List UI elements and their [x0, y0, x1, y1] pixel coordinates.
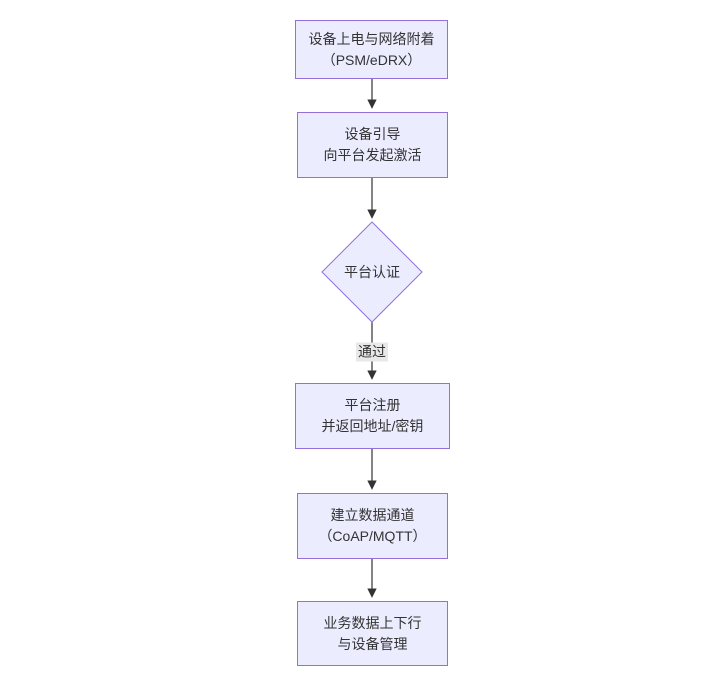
node-business-data: 业务数据上下行 与设备管理: [297, 601, 448, 666]
node-text-line: 设备引导: [344, 126, 401, 142]
node-text-line: 平台认证: [344, 263, 400, 280]
node-data-channel: 建立数据通道 （CoAP/MQTT）: [297, 493, 448, 559]
node-text-line: （PSM/eDRX）: [321, 51, 422, 68]
node-text-line: 并返回地址/密钥: [321, 418, 424, 434]
node-text-line: 向平台发起激活: [323, 147, 422, 163]
node-device-power-attach: 设备上电与网络附着 （PSM/eDRX）: [295, 20, 448, 79]
node-text-line: 建立数据通道: [330, 507, 415, 523]
node-device-bootstrap: 设备引导 向平台发起激活: [297, 112, 448, 178]
edge-label-pass: 通过: [356, 342, 388, 362]
node-text-line: 与设备管理: [337, 635, 408, 652]
decision-diamond-shape: [321, 221, 423, 323]
node-text-line: 业务数据上下行: [323, 614, 422, 631]
node-text-line: （CoAP/MQTT）: [318, 528, 427, 544]
node-text-line: 平台注册: [344, 397, 401, 413]
node-platform-auth: 平台认证: [322, 222, 422, 322]
node-platform-register: 平台注册 并返回地址/密钥: [295, 383, 450, 449]
node-text-line: 设备上电与网络附着: [308, 30, 435, 47]
